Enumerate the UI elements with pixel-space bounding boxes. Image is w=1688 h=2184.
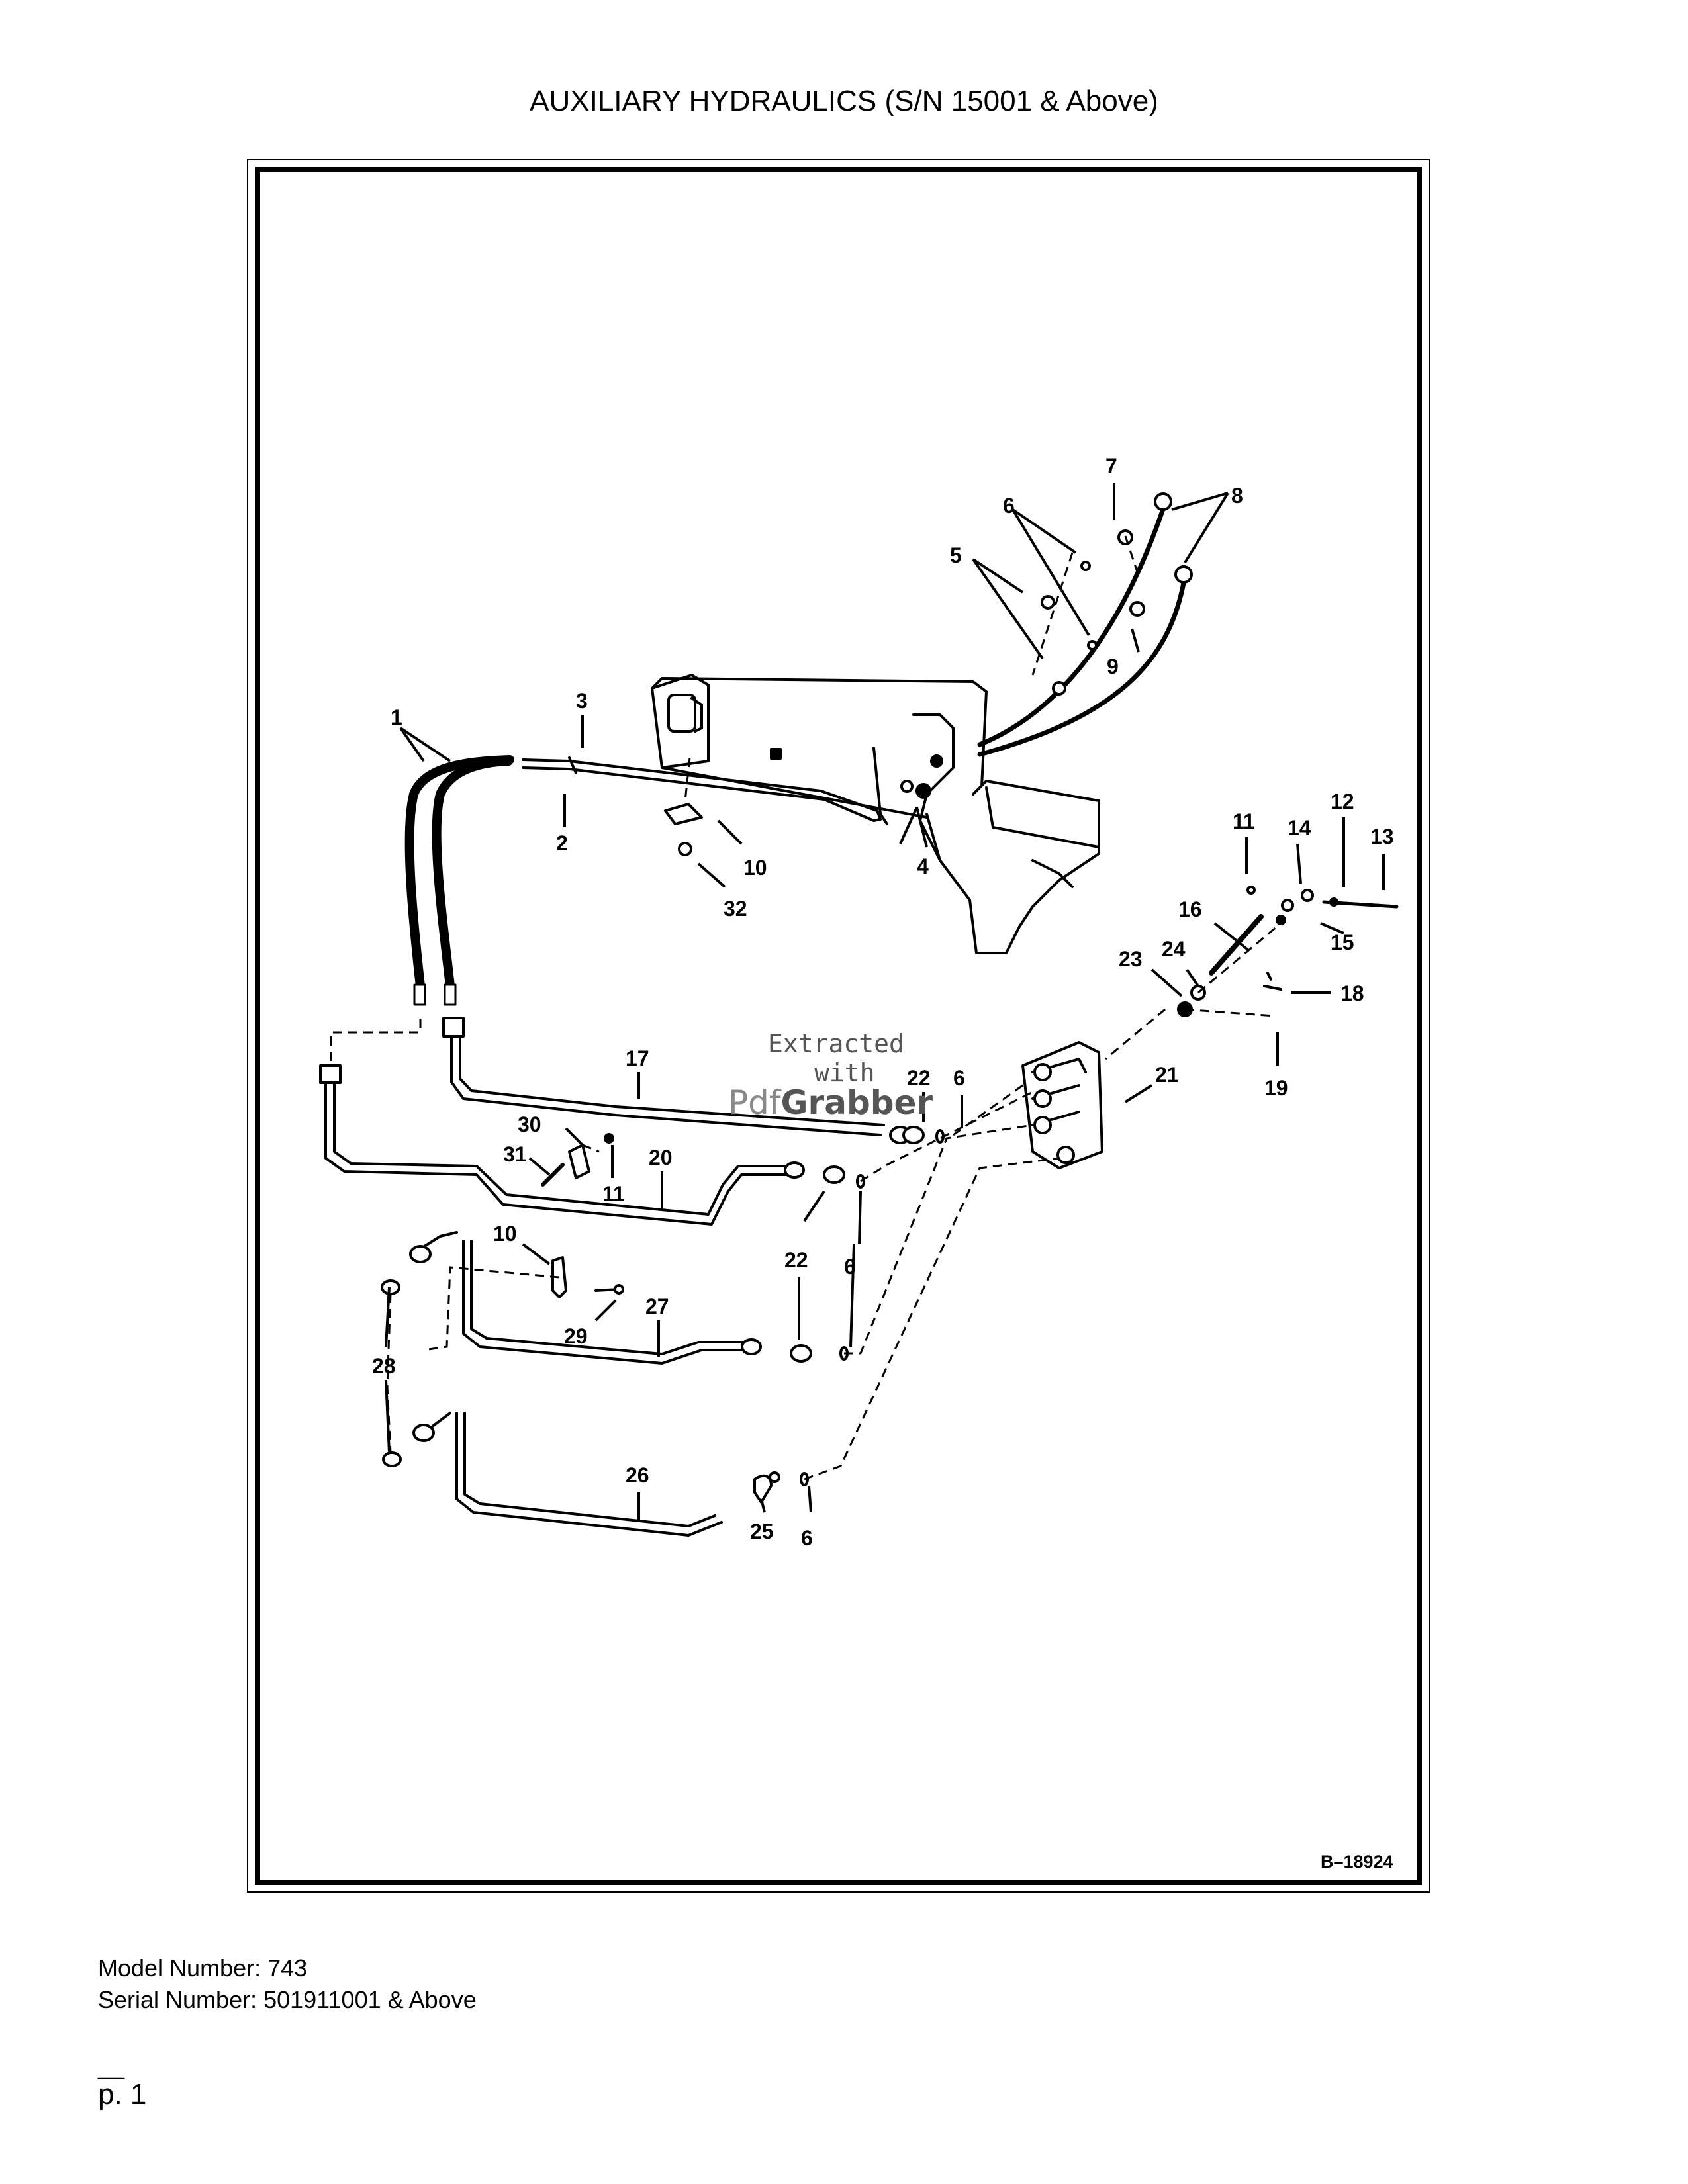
footer: Model Number: 743 Serial Number: 5019110… [98,1952,477,2016]
fitting [1052,681,1066,696]
callout-label: 8 [1231,484,1243,508]
tube-assembly-upper [522,756,882,822]
diagram-frame-inner-border [255,167,1422,1885]
drawing-number: B–18924 [1321,1852,1393,1872]
callout-label: 10 [493,1222,517,1246]
callout-label: 6 [844,1255,856,1279]
callout-label: 1 [391,705,402,729]
callout-label: 22 [784,1248,808,1272]
callout-labels: 1 2 3 4 5 6 7 8 9 10 32 11 12 13 14 15 1… [372,454,1394,1550]
callout-label: 13 [1370,825,1394,848]
callout-label: 6 [1003,494,1015,518]
loader-frame-bracket [651,674,1100,954]
diagram-frame [247,159,1430,1893]
callout-label: 12 [1331,790,1354,813]
coupler [1174,565,1193,584]
callout-label: 30 [518,1113,541,1136]
tube-27 [462,1240,753,1365]
watermark-logo: PdfGrabber [728,1083,980,1122]
callout-label: 18 [1340,981,1364,1005]
tube-17 [450,1024,882,1136]
page-number: p. 1 [98,2078,147,2111]
serial-number: Serial Number: 501911001 & Above [98,1986,477,2013]
callout-label: 14 [1288,816,1311,840]
hose-pair [404,755,514,991]
o-ring [1087,640,1098,651]
callout-label: 24 [1162,937,1186,961]
callout-label: 11 [602,1182,625,1206]
watermark-line: with [814,1058,875,1087]
callout-label: 19 [1264,1076,1288,1100]
callout-label: 31 [503,1142,527,1166]
callout-label: 4 [917,854,929,878]
fitting [1041,595,1055,610]
callout-label: 23 [1119,947,1143,971]
callout-label: 32 [724,897,747,921]
callout-label: 11 [1233,809,1255,833]
callout-label: 25 [750,1520,774,1543]
page-title: AUXILIARY HYDRAULICS (S/N 15001 & Above) [530,85,1158,117]
watermark-logo-part: Grabber [780,1083,933,1122]
callout-label: 29 [564,1324,588,1348]
callout-label: 27 [645,1295,669,1318]
watermark-line: Extracted [768,1029,904,1058]
clamp [664,803,703,825]
callout-label: 3 [576,689,588,713]
pdfgrabber-watermark: Extracted with PdfGrabber [728,1029,980,1122]
callout-label: 22 [907,1066,931,1090]
rod [1209,914,1264,976]
tube-20 [324,1071,796,1226]
nut [678,842,692,856]
hose-fitting [413,983,426,1006]
callout-label: 6 [801,1526,813,1550]
tube-26 [455,1412,723,1537]
callout-label: 15 [1331,931,1354,954]
fitting [1129,601,1145,617]
callout-label: 26 [626,1463,649,1487]
model-number: Model Number: 743 [98,1954,308,1981]
callout-label: 2 [556,831,568,855]
callout-label: 17 [626,1046,649,1070]
callout-label: 7 [1105,454,1117,478]
o-ring [1080,561,1091,571]
control-valve [1021,1041,1103,1169]
callout-label: 16 [1178,897,1202,921]
callout-label: 9 [1107,655,1119,678]
coupler [1154,492,1172,511]
hose-pair-couplers [977,500,1188,757]
callout-label: 28 [372,1354,396,1378]
watermark-logo-part: Pdf [728,1083,781,1122]
page-rule: __ [98,2053,125,2080]
callout-label: 21 [1155,1063,1179,1087]
callout-label: 6 [953,1066,965,1090]
callout-label: 20 [649,1146,673,1169]
callout-label: 5 [950,543,962,567]
callout-label: 10 [743,856,767,880]
hose-fitting [444,983,457,1006]
